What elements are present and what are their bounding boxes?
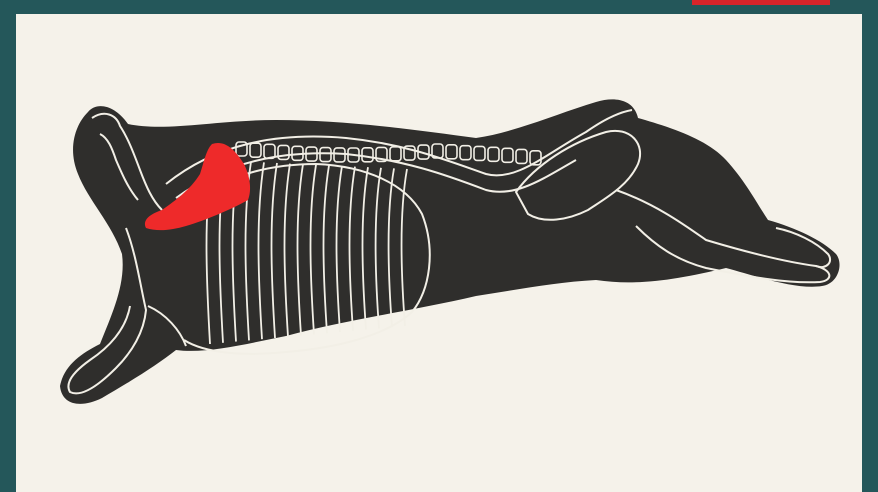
frame-accent-bar [692, 0, 830, 5]
carcass-diagram [16, 14, 862, 492]
diagram-panel [16, 14, 862, 492]
carcass-svg [16, 14, 862, 492]
